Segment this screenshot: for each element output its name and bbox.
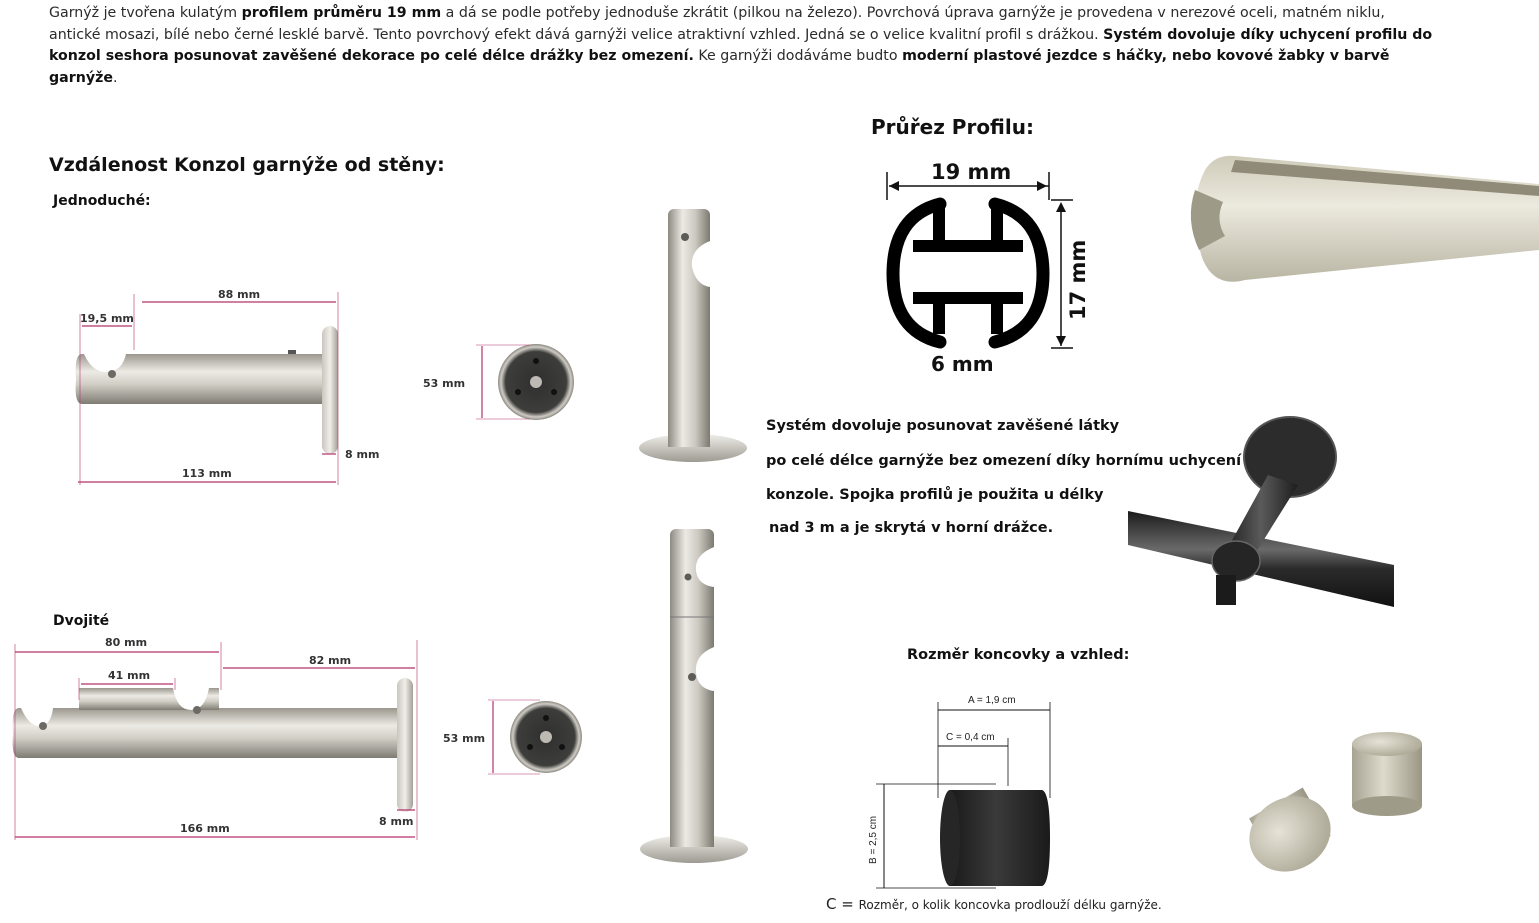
endcap-dim-b: B = 2,5 cm	[868, 816, 879, 864]
intro-bold-system: Systém dovoluje díky uchycení profilu do…	[49, 26, 1433, 65]
intro-text-1: Garnýž je tvořena kulatým	[49, 5, 242, 21]
double-plate-view: 53 mm	[440, 695, 590, 785]
system-text-line-2: po celé délce garnýže bez omezení díky h…	[766, 453, 1242, 469]
endcap-heading: Rozměr koncovky a vzhled:	[907, 647, 1130, 663]
single-dim-plate: 8 mm	[345, 448, 379, 461]
profile-cross-section: 19 mm 17 mm 6 mm	[865, 150, 1095, 378]
endcap-dim-a: A = 1,9 cm	[968, 695, 1016, 706]
single-dim-hook: 19,5 mm	[80, 312, 134, 325]
profile-dim-width: 19 mm	[931, 160, 1011, 184]
double-dim-rod: 82 mm	[309, 654, 351, 667]
endcap-dim-c: C = 0,4 cm	[946, 732, 995, 743]
double-dim-inner: 41 mm	[108, 669, 150, 682]
single-bracket-diagram: 88 mm 19,5 mm 113 mm 8 mm	[60, 280, 379, 495]
profile-heading: Průřez Profilu:	[871, 115, 1034, 139]
profile-dim-slot: 6 mm	[931, 352, 994, 376]
single-plate-view: 53 mm	[418, 330, 588, 440]
endcap-footnote: C = Rozměr, o kolik koncovka prodlouží d…	[826, 895, 1162, 913]
profile-rod-image	[1175, 150, 1539, 290]
double-label: Dvojité	[53, 613, 110, 629]
intro-paragraph: Garnýž je tvořena kulatým profilem průmě…	[49, 3, 1439, 89]
system-text-line-1: Systém dovoluje posunovat zavěšené látky	[766, 418, 1120, 434]
system-text-line-3: konzole. Spojka profilů je použita u dél…	[766, 487, 1104, 503]
single-dim-total: 113 mm	[182, 467, 232, 480]
endcap-diagram: A = 1,9 cm C = 0,4 cm B = 2,5 cm	[820, 688, 1060, 898]
single-label: Jednoduché:	[53, 193, 151, 209]
double-dim-outer: 80 mm	[105, 636, 147, 649]
profile-dim-height: 17 mm	[1066, 240, 1090, 320]
double-dim-diameter: 53 mm	[443, 732, 485, 745]
intro-text-4: .	[112, 69, 118, 86]
double-bracket-diagram: 80 mm 41 mm 82 mm 166 mm 8 mm	[5, 630, 425, 845]
endcap-footnote-prefix: C =	[826, 895, 859, 913]
system-text-line-4: nad 3 m a je skrytá v horní drážce.	[769, 520, 1054, 536]
endcap-photo	[1240, 730, 1440, 875]
single-dim-rod: 88 mm	[218, 288, 260, 301]
single-bracket-vertical	[636, 205, 756, 470]
intro-bold-profile: profilem průměru 19 mm	[241, 5, 442, 21]
black-system-image	[1128, 415, 1394, 615]
double-dim-total: 166 mm	[180, 822, 230, 835]
single-dim-diameter: 53 mm	[423, 377, 465, 390]
intro-text-3: Ke garnýži dodáváme budto	[693, 48, 903, 64]
distance-heading: Vzdálenost Konzol garnýže od stěny:	[49, 154, 445, 176]
double-bracket-vertical	[636, 525, 756, 870]
endcap-footnote-text: Rozměr, o kolik koncovka prodlouží délku…	[858, 898, 1162, 912]
intro-text-2: a dá se podle potřeby jednoduše zkrátit …	[49, 5, 1385, 43]
double-dim-plate: 8 mm	[379, 815, 413, 828]
intro-bold-accessories: moderní plastové jezdce s háčky, nebo ko…	[49, 48, 1390, 86]
